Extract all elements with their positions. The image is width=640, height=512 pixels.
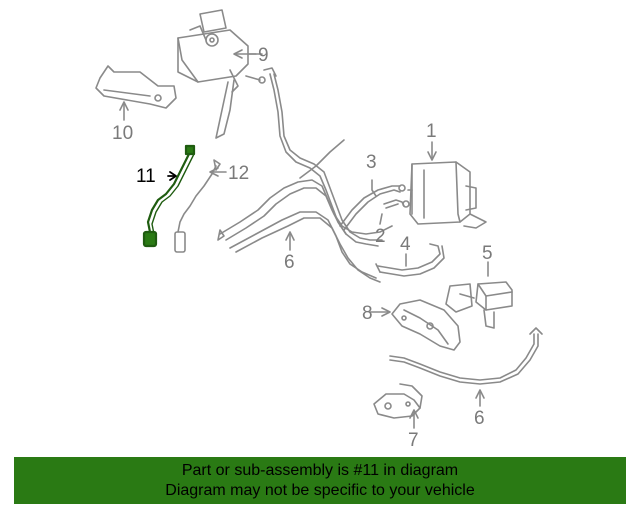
part-10-bracket[interactable]	[95, 65, 177, 109]
callout-8: 8	[362, 303, 373, 324]
callout-6-upper: 6	[284, 252, 295, 273]
callout-4: 4	[400, 234, 411, 255]
part-12-sensor-wire[interactable]	[174, 159, 221, 253]
part-6-lower-line[interactable]	[389, 327, 543, 385]
part-7-bracket[interactable]	[373, 383, 423, 419]
callout-9: 9	[258, 45, 269, 66]
part-8-shield[interactable]	[391, 299, 461, 351]
banner-line-2: Diagram may not be specific to your vehi…	[165, 481, 475, 499]
part-9-reservoir[interactable]	[177, 9, 266, 139]
callout-10: 10	[112, 123, 133, 144]
banner-line-1: Part or sub-assembly is #11 in diagram	[181, 461, 459, 479]
callout-1: 1	[426, 121, 437, 142]
info-banner: Part or sub-assembly is #11 in diagram D…	[14, 457, 626, 504]
part-6-line-bundle[interactable]	[217, 67, 393, 283]
callout-11: 11	[136, 166, 156, 187]
callout-5: 5	[482, 243, 493, 264]
part-2-connector[interactable]	[383, 199, 410, 209]
callout-6-lower: 6	[474, 408, 485, 429]
part-1-canister[interactable]	[407, 161, 487, 229]
callout-7: 7	[408, 430, 419, 451]
leader-lines	[119, 49, 489, 429]
part-11-highlighted[interactable]	[142, 144, 196, 248]
callout-3: 3	[366, 152, 377, 173]
part-5-valve[interactable]	[445, 281, 513, 329]
callout-2: 2	[375, 226, 386, 247]
part-3-tube[interactable]	[339, 184, 406, 231]
callout-12: 12	[228, 163, 249, 184]
part-4-hose[interactable]	[375, 243, 445, 277]
